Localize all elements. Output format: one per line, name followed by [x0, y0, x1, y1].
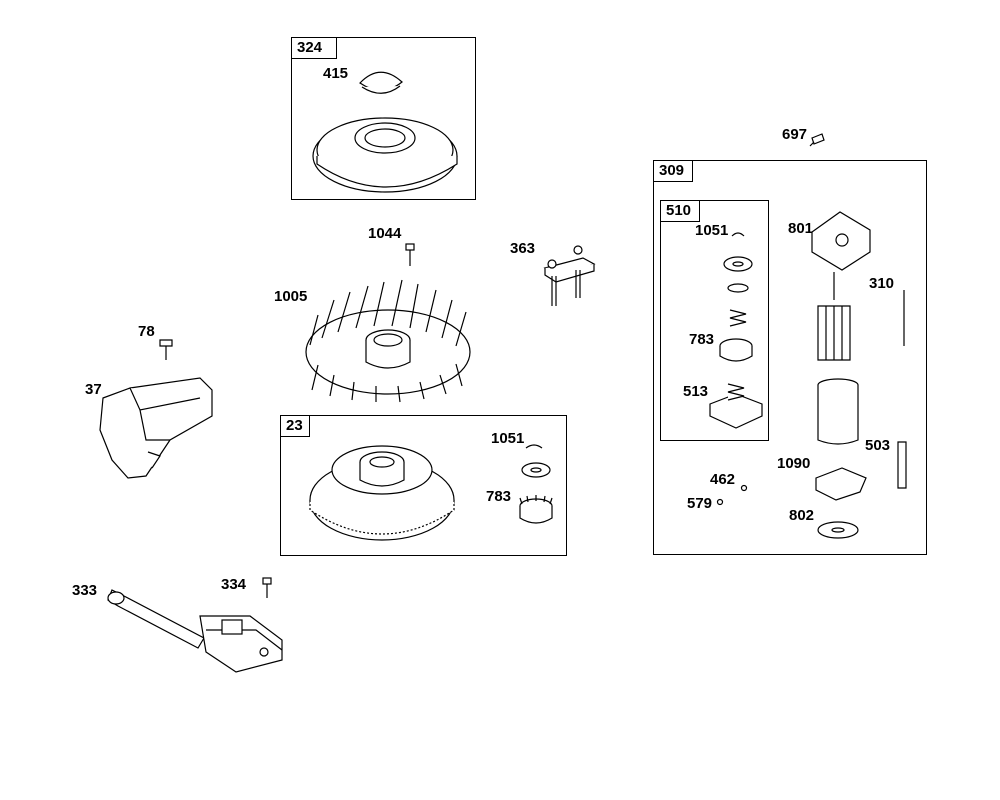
armature-333-illustration [107, 589, 283, 673]
housing-309-illustration [817, 378, 859, 445]
part-label-333: 333 [72, 582, 98, 599]
washer-510-illustration [723, 256, 753, 272]
group-label-23: 23 [286, 417, 303, 434]
part-label-1044: 1044 [368, 225, 402, 242]
group-tab-324 [291, 37, 337, 59]
part-label-503: 503 [865, 437, 891, 454]
group-tab-510 [660, 200, 700, 222]
group-tab-309 [653, 160, 693, 182]
part-label-1051-b: 1051 [695, 222, 729, 239]
part-label-802: 802 [789, 507, 815, 524]
washer-802-illustration [817, 521, 859, 539]
part-label-1005: 1005 [274, 288, 308, 305]
nut-462-illustration [740, 484, 748, 492]
group-box-309 [653, 160, 927, 555]
part-label-363: 363 [510, 240, 536, 257]
part-label-37: 37 [85, 381, 102, 398]
pinion-gear-783-illustration [519, 495, 553, 524]
part-label-78: 78 [138, 323, 155, 340]
bracket-503-illustration [897, 441, 907, 489]
clip-1051-illustration [525, 444, 543, 449]
spring-510-illustration [729, 309, 747, 327]
part-label-513: 513 [683, 383, 709, 400]
group-tab-23 [280, 415, 310, 437]
shield-37-illustration [99, 377, 213, 479]
part-label-801: 801 [788, 220, 814, 237]
small-washer-510-illustration [727, 283, 749, 293]
group-box-23 [280, 415, 567, 556]
screw-697-illustration [809, 133, 825, 147]
part-label-462: 462 [710, 471, 736, 488]
group-label-309: 309 [659, 162, 685, 179]
cover-324-illustration [312, 117, 458, 193]
screw-78-illustration [159, 339, 173, 360]
part-label-783-a: 783 [486, 488, 512, 505]
group-label-510: 510 [666, 202, 692, 219]
group-box-510 [660, 200, 769, 441]
armature-309-illustration [817, 272, 851, 361]
end-cap-801-illustration [811, 211, 871, 271]
washer-1051-illustration [521, 462, 551, 478]
flywheel-23-illustration [309, 445, 455, 541]
fan-1005-illustration [305, 279, 471, 403]
part-label-415: 415 [323, 65, 349, 82]
part-label-1090: 1090 [777, 455, 811, 472]
pinion-gear-783-510-illustration [719, 338, 753, 362]
group-box-324 [291, 37, 476, 200]
part-label-697: 697 [782, 126, 808, 143]
part-label-783-b: 783 [689, 331, 715, 348]
part-label-579: 579 [687, 495, 713, 512]
cap-415-illustration [359, 71, 403, 94]
screw-334-illustration [262, 577, 272, 598]
part-label-1051-a: 1051 [491, 430, 525, 447]
brush-holder-1090-illustration [815, 467, 867, 501]
part-label-334: 334 [221, 576, 247, 593]
screw-1044-illustration [405, 243, 415, 266]
bracket-363-illustration [543, 245, 596, 306]
washer-579-illustration [716, 498, 724, 506]
group-label-324: 324 [297, 39, 323, 56]
drive-housing-513-illustration [709, 383, 763, 429]
clip-1051-510-illustration [731, 232, 745, 237]
part-label-310: 310 [869, 275, 895, 292]
